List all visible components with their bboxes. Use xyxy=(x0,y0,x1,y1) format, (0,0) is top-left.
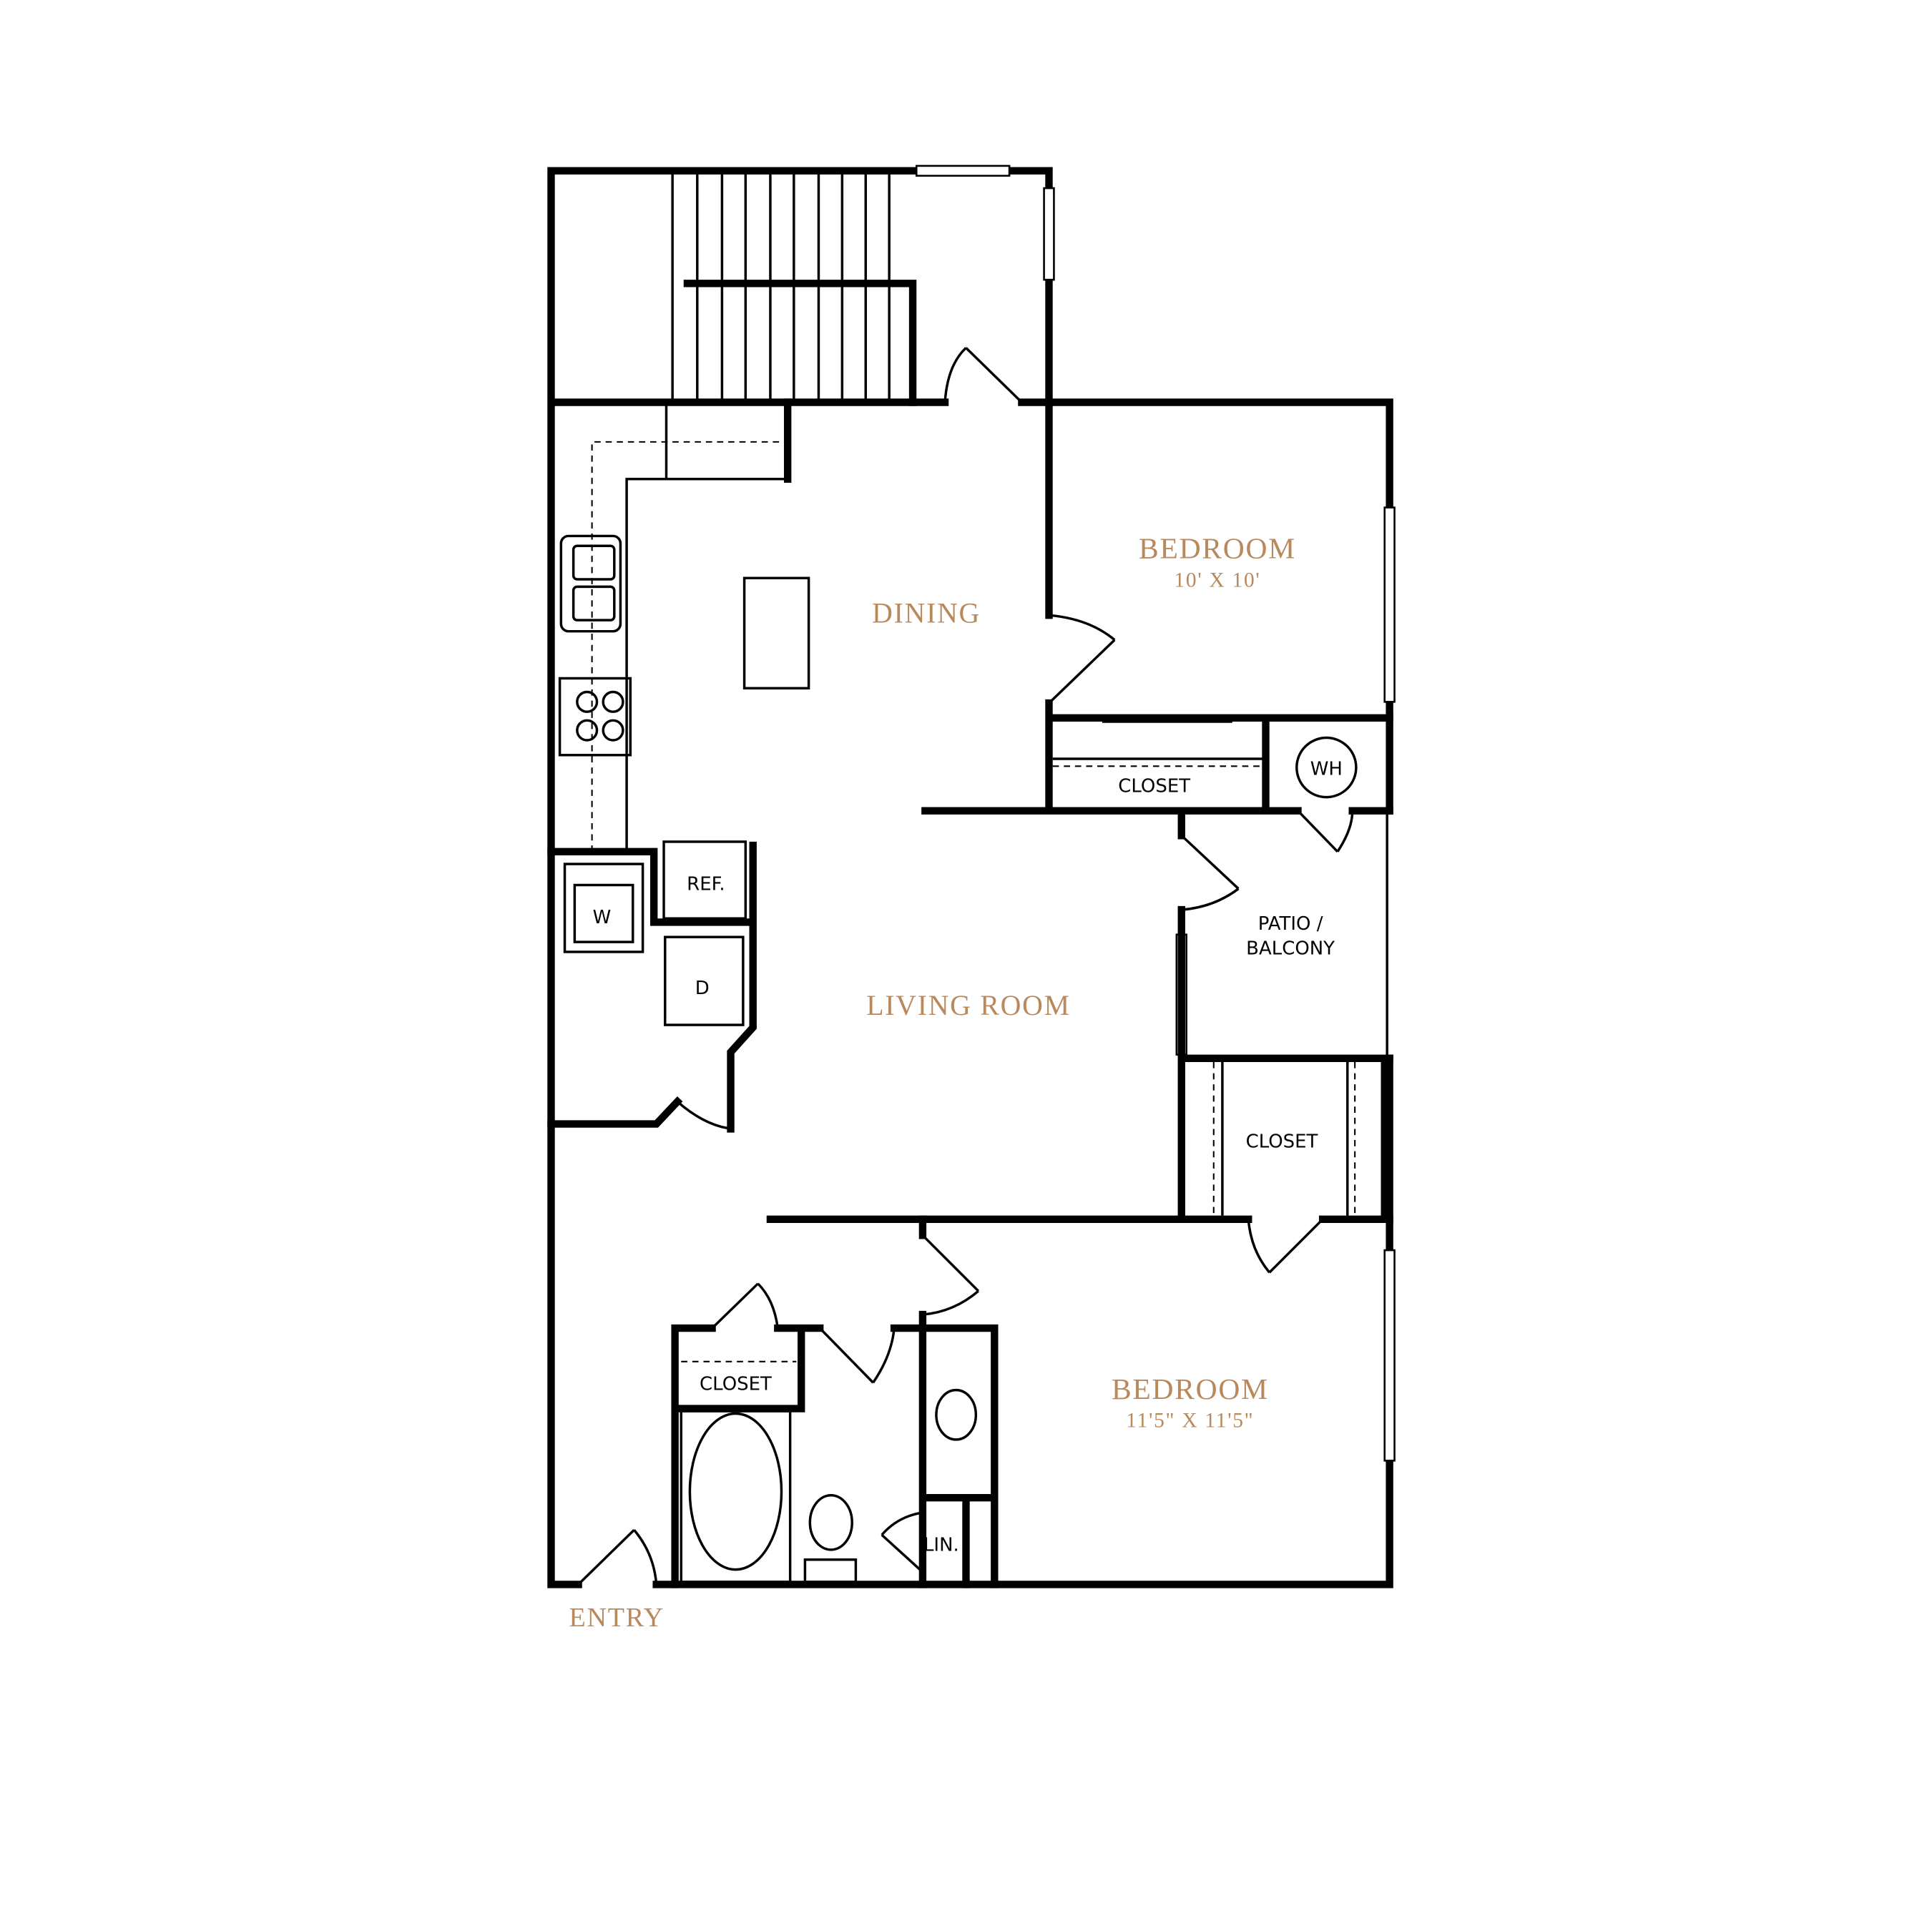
patio-label: PATIO / xyxy=(1258,913,1323,935)
dryer-label: D xyxy=(695,978,710,999)
refrigerator-icon xyxy=(662,840,747,920)
room-label-dining: DINING xyxy=(872,598,981,629)
washer-label: W xyxy=(593,907,612,928)
bathtub-icon xyxy=(688,1412,783,1571)
stove-icon xyxy=(558,677,632,757)
closet-label: CLOSET xyxy=(700,1374,772,1395)
bath-sink-icon xyxy=(935,1388,978,1441)
walls xyxy=(547,164,1396,1588)
toilet-icon xyxy=(808,1494,853,1551)
room-label-bedroom2: BEDROOM xyxy=(1112,1372,1269,1405)
labels: DINING LIVING ROOM BEDROOM 10' X 10' BED… xyxy=(569,532,1342,1633)
water-heater-label: WH xyxy=(1310,758,1343,780)
closet-label: CLOSET xyxy=(1246,1131,1318,1152)
entry-label: ENTRY xyxy=(569,1603,665,1633)
linen-label: LIN. xyxy=(923,1535,959,1556)
washer-icon xyxy=(563,863,644,953)
sink-icon xyxy=(559,534,622,633)
room-size-bedroom1: 10' X 10' xyxy=(1174,569,1260,591)
dryer-icon xyxy=(664,935,745,1026)
room-label-bedroom1: BEDROOM xyxy=(1139,532,1296,565)
closet-label: CLOSET xyxy=(1118,776,1190,797)
room-size-bedroom2: 11'5" X 11'5" xyxy=(1126,1410,1254,1433)
room-label-living: LIVING ROOM xyxy=(866,990,1070,1021)
kitchen-island xyxy=(742,576,810,690)
water-heater-icon xyxy=(1295,736,1358,799)
patio-label-2: BALCONY xyxy=(1246,938,1335,959)
stairs xyxy=(671,173,891,403)
refrigerator-label: REF. xyxy=(687,873,725,895)
